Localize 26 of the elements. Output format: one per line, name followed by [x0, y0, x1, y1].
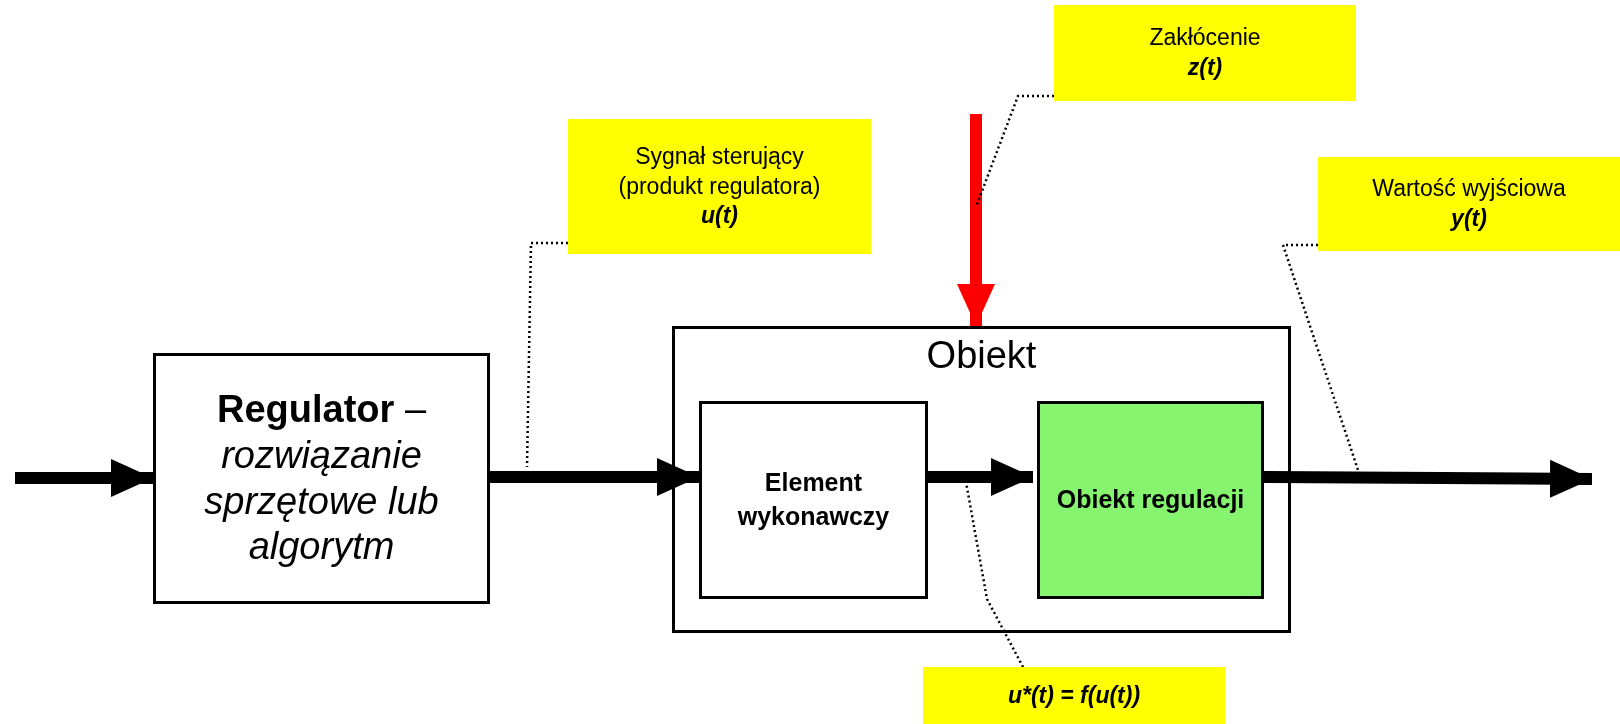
arrow: [15, 459, 153, 497]
process-box: [153, 353, 490, 604]
leader-line: [1281, 243, 1360, 471]
arrow: [928, 458, 1033, 496]
box-label: Regulator – rozwiązanie sprzętowe lub algorytm: [203, 387, 440, 570]
signal-symbol: u(t): [701, 201, 738, 231]
process-box: [1037, 400, 1264, 599]
box-label: Element wykonawczy: [736, 466, 891, 532]
callout-box: [568, 119, 871, 254]
leader-line: [525, 241, 568, 468]
callout-box: [1318, 157, 1620, 251]
callout-box: [923, 667, 1225, 724]
callout-text: Sygnał sterujący (produkt regulatora): [617, 141, 822, 201]
callout-text: Wartość wyjściowa: [1372, 174, 1566, 204]
process-box: [699, 400, 928, 599]
signal-symbol: y(t): [1451, 204, 1487, 233]
leader-line: [974, 94, 1054, 208]
signal-symbol: u*(t) = f(u(t)): [1007, 680, 1141, 710]
callout-box: [1054, 5, 1356, 101]
group-box: [672, 326, 1291, 633]
arrow: [957, 114, 995, 326]
group-title: Obiekt: [926, 333, 1037, 378]
arrow: [490, 458, 699, 496]
signal-symbol: z(t): [1187, 53, 1223, 82]
callout-text: Zakłócenie: [1149, 23, 1261, 53]
box-label: Obiekt regulacji: [1056, 483, 1245, 515]
